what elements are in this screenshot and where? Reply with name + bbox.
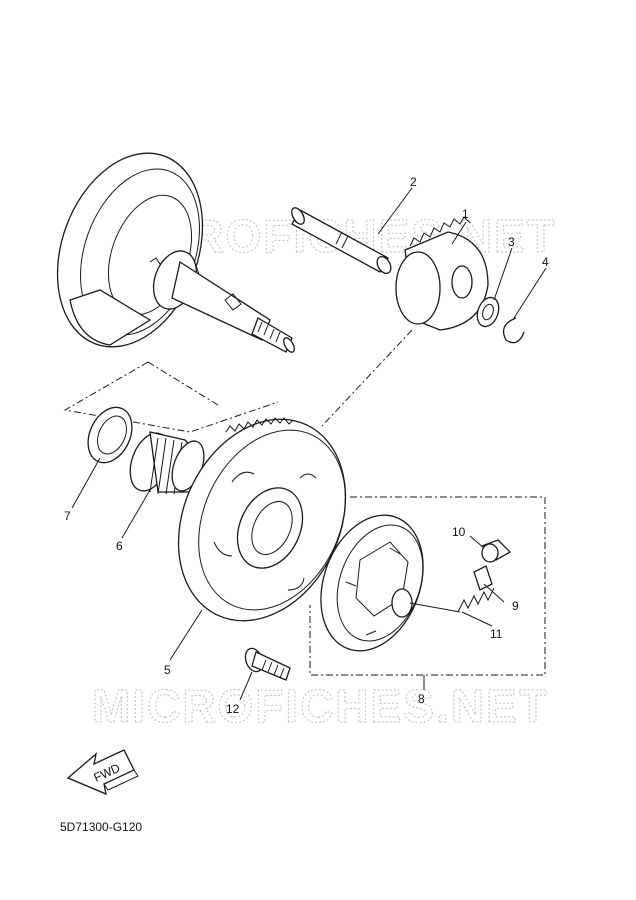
alignment-line-upper bbox=[63, 361, 279, 433]
fwd-arrow-icon: FWD bbox=[66, 749, 139, 796]
callout-6: 6 bbox=[116, 539, 123, 553]
callout-2: 2 bbox=[410, 175, 417, 189]
callout-10: 10 bbox=[452, 525, 466, 539]
part-7-washer bbox=[87, 406, 133, 464]
callout-1: 1 bbox=[462, 207, 469, 221]
callout-11: 11 bbox=[490, 627, 503, 641]
alignment-line-gear bbox=[321, 329, 413, 427]
callout-4: 4 bbox=[542, 255, 549, 269]
part-11-spring bbox=[457, 587, 495, 613]
part-1-idler-gear bbox=[395, 216, 489, 331]
callout-7: 7 bbox=[64, 509, 71, 523]
part-3-washer bbox=[476, 296, 500, 328]
callout-8: 8 bbox=[418, 692, 425, 706]
alignment-line-clutch bbox=[309, 496, 546, 676]
crankshaft-rotor-assembly bbox=[56, 152, 295, 353]
diagram-code: 5D71300-G120 bbox=[60, 820, 143, 834]
part-4-circlip bbox=[502, 317, 525, 344]
part-12-bolt bbox=[244, 647, 291, 681]
callout-9: 9 bbox=[512, 599, 519, 613]
callout-5: 5 bbox=[164, 663, 171, 677]
part-5-starter-wheel-gear bbox=[177, 417, 347, 622]
callout-12: 12 bbox=[226, 702, 240, 716]
part-8-one-way-clutch bbox=[320, 514, 424, 652]
part-2-shaft bbox=[291, 207, 392, 275]
part-10-roller bbox=[480, 539, 512, 563]
part-9-plunger bbox=[473, 565, 493, 591]
callout-3: 3 bbox=[508, 235, 515, 249]
watermark-bottom: MICROFICHES.NET bbox=[92, 680, 549, 732]
